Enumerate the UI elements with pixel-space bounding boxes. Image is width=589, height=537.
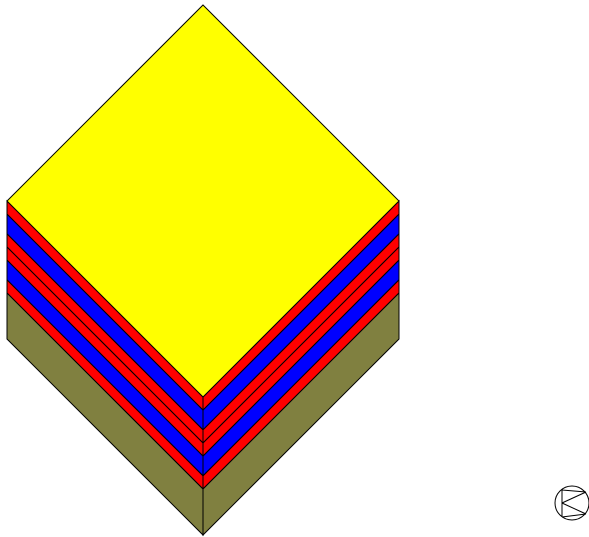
view-orientation-icon[interactable] — [555, 486, 589, 520]
